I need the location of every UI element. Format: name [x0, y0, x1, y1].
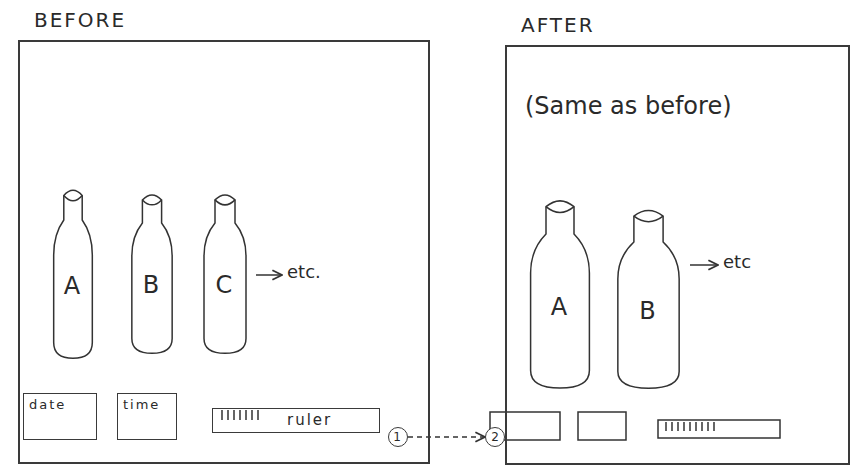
- bottle-shape: C: [200, 190, 250, 355]
- field-box: date: [23, 393, 97, 440]
- etc-label: etc: [723, 252, 751, 273]
- bottle-body: [54, 190, 93, 358]
- empty-box: [578, 412, 626, 440]
- bottle-body: [618, 211, 679, 389]
- bottle-outline: [612, 205, 685, 390]
- bottle-shape: A: [525, 195, 595, 390]
- dashed-arrow: [408, 436, 485, 438]
- callout-circle: 2: [485, 427, 505, 447]
- bottle-label: A: [551, 294, 569, 322]
- bottle-shape: B: [612, 205, 685, 390]
- bottle-body: [531, 201, 590, 388]
- bottle-label: C: [216, 272, 235, 300]
- bottle-label: A: [64, 273, 82, 301]
- ruler-ticks: [222, 410, 258, 420]
- panel-heading: AFTER: [521, 14, 595, 37]
- bottle-rim: [215, 200, 235, 205]
- panel-heading: BEFORE: [34, 9, 126, 32]
- callout-number: 2: [491, 431, 499, 443]
- bottle-label: B: [143, 272, 161, 300]
- bottle-shape: A: [50, 185, 96, 360]
- field-label: ruler: [287, 412, 332, 429]
- bottle-rim: [64, 196, 82, 201]
- field-box: time: [117, 393, 177, 440]
- bottle-rim: [546, 207, 574, 213]
- before-panel: BEFOREABCdatetimeruler1: [18, 40, 430, 464]
- panel-note: (Same as before): [525, 93, 732, 121]
- bottle-rim: [142, 200, 161, 205]
- ruler-strip: [658, 420, 780, 438]
- after-panel: AFTER(Same as before)AB: [505, 45, 850, 465]
- etc-arrow: [256, 274, 282, 276]
- field-label: date: [29, 398, 66, 413]
- bottle-body: [204, 195, 246, 353]
- bottle-label: B: [639, 299, 657, 327]
- bottle-shape: B: [128, 190, 176, 355]
- callout-number: 1: [393, 431, 403, 443]
- bottle-body: [132, 195, 172, 353]
- callout-circle: 1: [388, 427, 408, 447]
- etc-label: etc.: [287, 262, 321, 283]
- bottle-outline: [525, 195, 595, 390]
- etc-arrow: [690, 264, 718, 266]
- field-label: time: [123, 398, 160, 413]
- ruler-box: ruler: [212, 408, 380, 433]
- bottle-rim: [634, 216, 663, 222]
- ruler-ticks: [666, 422, 714, 431]
